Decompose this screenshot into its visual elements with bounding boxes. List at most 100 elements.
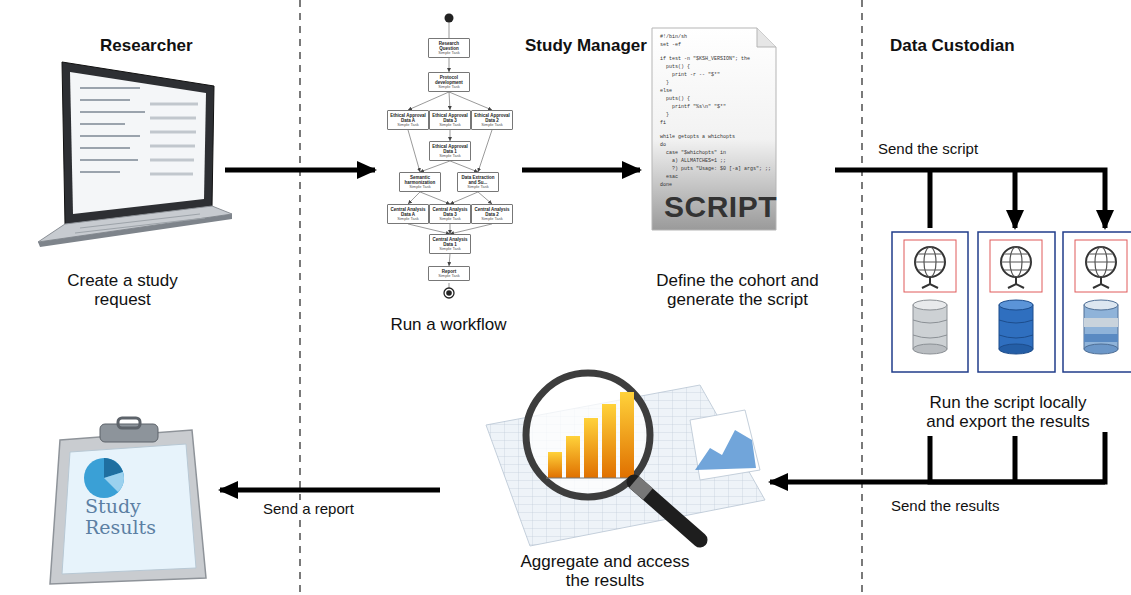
workflow-line [449,22,450,38]
workflow-task: Ethical Approval Data ASimple Task [387,110,429,130]
script-line: case "$whichopts" in [666,151,726,156]
workflow-line [449,283,450,288]
magnifier-chart [486,373,765,546]
step-caption: Create a study request [48,271,198,310]
step-caption: Aggregate and access the results [513,552,698,591]
step-caption: Define the cohort and generate the scrip… [643,271,833,310]
workflow-task: ReportSimple Task [428,266,470,281]
task-label: Protocol development [430,75,468,85]
step-caption: Run a workflow [376,315,521,335]
script-line: #!/bin/sh [660,35,687,40]
workflow-arrow [450,161,478,172]
column-separator [861,0,862,595]
workflow-arrow [408,224,450,234]
data-custodian-sites [892,232,1131,372]
task-label: Simple Task [430,85,468,90]
column-heading: Researcher [100,36,193,56]
task-label: Data Extraction and Su... [459,175,497,185]
edge-label: Send the script [875,140,981,157]
workflow-task: Data Extraction and Su...Simple Task [457,172,499,192]
task-label: Simple Task [431,217,469,222]
script-line: a) ALLMATCHES=1 ;; [672,159,726,164]
flow-arrow [522,168,640,173]
workflow-arrow [449,254,450,266]
task-label: Simple Task [401,185,439,190]
script-line: printf "%s\n" "$*" [672,105,726,110]
task-label: Simple Task [430,274,468,279]
script-line: set -ef [660,43,681,48]
script-line: fi [660,121,666,126]
task-label: Central Analysis Data A [389,207,427,217]
workflow-arrow [420,192,450,204]
branch-arrow [930,170,1015,228]
process-step: Define the cohort and generate the scrip… [640,20,835,310]
task-label: Simple Task [431,247,469,252]
workflow-task: Protocol developmentSimple Task [428,72,470,92]
process-step: Run the script locally and export the re… [885,228,1131,432]
task-label: Simple Task [431,154,469,159]
workflow-task: Central Analysis Data 3Simple Task [429,204,471,224]
task-label: Simple Task [430,51,468,56]
script-line: print -r -- "$*" [672,73,720,78]
task-label: Simple Task [473,217,511,222]
clipboard-icon [50,418,206,584]
process-step: Create a study request [20,55,225,310]
workflow-task: Ethical Approval Data 2Simple Task [471,110,513,130]
script-line: ?) puts "Usage: $0 [-a] args"; ;; [672,167,771,172]
step-caption: Study Results [85,496,185,538]
task-label: Simple Task [431,123,469,128]
workflow-arrow [478,192,492,204]
script-line: else [660,89,672,94]
task-label: Simple Task [389,217,427,222]
workflow-arrow [450,224,492,234]
script-title: SCRIPT [664,190,777,224]
start-dot [445,14,454,23]
script-line: done [660,183,672,188]
task-label: Semantic harmonization [401,175,439,185]
flow-arrow [220,488,440,493]
workflow-arrow [449,58,450,72]
script-line: do [660,143,666,148]
task-label: Simple Task [389,123,427,128]
workflow-arrow [450,224,451,234]
workflow-arrow [449,92,450,110]
workflow-arrow [449,92,492,110]
workflow-task: Semantic harmonizationSimple Task [399,172,441,192]
workflow-arrow [450,130,451,141]
workflow-task: Ethical Approval Data 1Simple Task [429,141,471,161]
script-line: puts() { [666,65,690,70]
workflow-arrow [478,130,492,172]
workflow-task: Central Analysis Data 2Simple Task [471,204,513,224]
task-label: Central Analysis Data 1 [431,237,469,247]
task-label: Ethical Approval Data A [389,113,427,123]
task-label: Simple Task [459,185,497,190]
script-line: if test -n "$KSH_VERSION"; the [660,57,750,62]
workflow-task: Ethical Approval Data 3Simple Task [429,110,471,130]
workflow-arrow [408,192,420,204]
flow-arrow [770,432,1105,482]
column-heading: Data Custodian [890,36,1015,56]
workflow-arrow [450,192,478,204]
task-label: Central Analysis Data 2 [473,207,511,217]
task-label: Simple Task [473,123,511,128]
task-label: Ethical Approval Data 3 [431,113,469,123]
process-step: Aggregate and access the results [440,350,770,591]
workflow-task: Central Analysis Data 1Simple Task [429,234,471,254]
flow-arrow [835,170,1105,228]
task-label: Research Question [430,41,468,51]
script-line: } [666,81,669,86]
process-step: Run a workflowResearch QuestionSimple Ta… [375,8,522,335]
workflow-task: Research QuestionSimple Task [428,38,470,58]
laptop-icon [38,62,232,247]
flow-arrow [225,168,375,173]
script-line: } [666,113,669,118]
workflow-arrow [420,161,450,172]
script-line: puts() { [666,97,690,102]
workflow-task: Central Analysis Data ASimple Task [387,204,429,224]
column-heading: Study Manager [525,36,647,56]
edge-label: Send a report [260,500,357,517]
edge-label: Send the results [888,497,1002,514]
task-label: Ethical Approval Data 2 [473,113,511,123]
workflow-arrow [408,130,420,172]
task-label: Central Analysis Data 3 [431,207,469,217]
